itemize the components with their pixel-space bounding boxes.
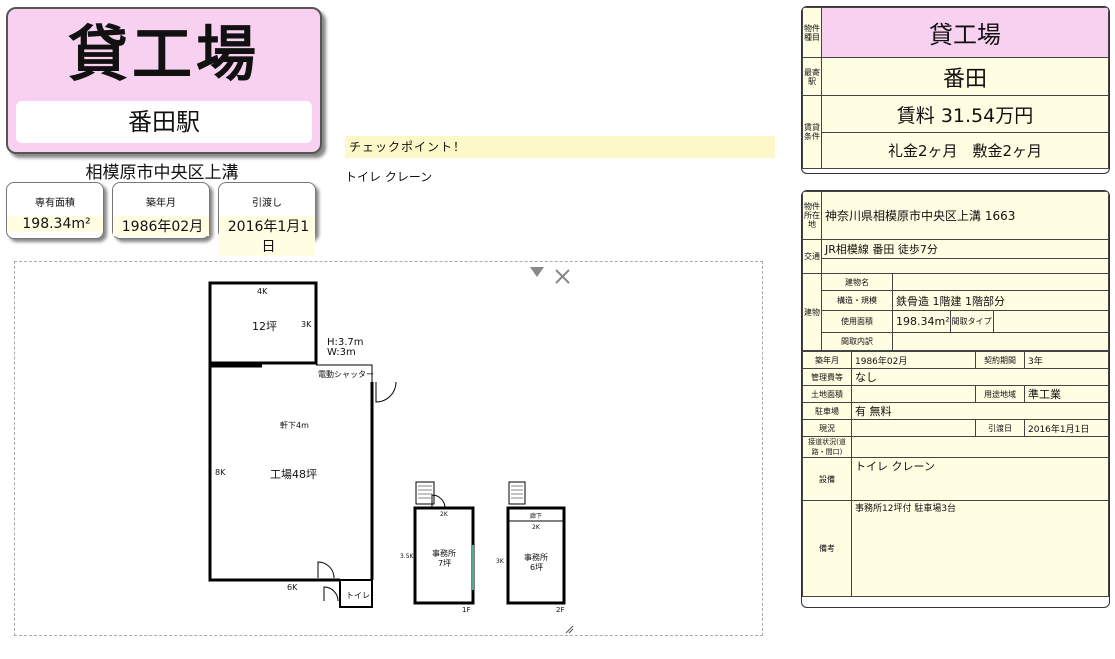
plan-label: 工場48坪 [270,468,317,481]
plan-label: H:3.7m [327,337,364,348]
zoning-value: 準工業 [1024,385,1109,403]
type-value: 貸工場 [821,7,1109,58]
land-value [851,385,976,403]
plan-label: 事務所 [524,553,548,562]
deposit-value: 礼金2ヶ月 敷金2ヶ月 [821,132,1109,169]
chip-value: 2016年1月1日 [219,216,315,256]
access-value: JR相模線 番田 徒歩7分 [821,239,1109,259]
label: 物件種目 [802,7,822,58]
plan-label: 3K [496,558,504,565]
plan-label: 廊下 [530,513,543,520]
label: 接道状況(道路・間口) [802,436,852,458]
plan-label: 1F [462,606,471,614]
checkpoint-heading: チェックポイント！ [345,136,775,158]
facility-value: トイレ クレーン [851,457,1109,501]
plan-label: 2K [532,524,540,531]
label: 建物 [802,273,822,351]
rent-value: 賃料 31.54万円 [821,95,1109,133]
label: 設備 [802,457,852,501]
plan-label: トイレ [346,591,370,600]
plan-label: 6K [287,583,298,592]
layout-type-value [992,310,1109,333]
details-panel: 物件所在地 神奈川県相模原市中央区上溝 1663 交通 JR相模線 番田 徒歩7… [801,190,1110,608]
label: 賃貸条件 [802,95,822,169]
plan-label: 12坪 [252,320,277,333]
label: 契約期間 [975,351,1025,369]
label: 土地面積 [802,385,852,403]
label: 築年月 [802,351,852,369]
chip-built: 築年月 1986年02月 [112,182,210,239]
chip-label: 築年月 [146,198,176,209]
plan-label: 8K [215,468,226,477]
built-value: 1986年02月 [851,351,976,369]
chip-handover: 引渡し 2016年1月1日 [218,182,316,256]
remarks-value: 事務所12坪付 駐車場3台 [851,500,1109,597]
triangle-down-icon [530,267,544,277]
station-name: 番田駅 [16,101,312,143]
checkpoint-equipment: トイレ クレーン [345,170,433,184]
plan-label: 7坪 [438,559,452,568]
label: 管理費等 [802,368,852,386]
area-value: 198.34m² [892,310,951,333]
label: 構造・規模 [821,290,893,311]
access-value-2 [821,258,1109,274]
chip-value: 1986年02月 [113,216,209,236]
chip-area: 専有面積 198.34m² [6,182,104,239]
road-value [851,436,1109,458]
label: 引渡日 [975,419,1025,437]
name-value [892,273,1109,291]
label: 物件所在地 [802,191,822,240]
label: 駐車場 [802,402,852,420]
floorplan [208,267,574,634]
plan-label: 2F [556,606,565,614]
structure-value: 鉄骨造 1階建 1階部分 [892,290,1109,311]
label: 建物名 [821,273,893,291]
plan-label: 4K [257,287,268,296]
plan-label: 3K [301,320,312,329]
chip-label: 引渡し [252,198,282,209]
status-value [851,419,976,437]
layout-value [892,332,1109,351]
plan-label: 事務所 [432,549,456,558]
page-title: 貸工場 [68,20,260,90]
close-icon [555,269,570,284]
summary-panel: 物件種目 貸工場 最寄駅 番田 賃貸条件 賃料 31.54万円 礼金2ヶ月 敷金… [801,6,1110,174]
plan-label: 3.5K [400,553,414,560]
resize-icon [565,625,574,634]
address: 相模原市中央区上溝 [85,163,239,183]
handover-value: 2016年1月1日 [1024,419,1109,437]
floorplan-frame [14,261,763,636]
plan-label: 6坪 [530,563,544,572]
label: 間取内訳 [821,332,893,351]
location-value: 神奈川県相模原市中央区上溝 1663 [821,191,1109,240]
station-value: 番田 [821,57,1109,96]
plan-label: W:3m [327,347,356,358]
label: 最寄駅 [802,57,822,96]
parking-value: 有 無料 [851,402,1109,420]
contract-value: 3年 [1024,351,1109,369]
plan-label: 軒下4m [280,421,309,430]
label: 現況 [802,419,852,437]
chip-value: 198.34m² [7,216,103,232]
mgmt-value: なし [851,368,1109,386]
plan-label: 2K [440,511,448,518]
chip-label: 専有面積 [35,198,75,209]
label: 使用面積 [821,310,893,333]
title-card: 貸工場 番田駅 [6,7,322,154]
label: 交通 [802,239,822,274]
label: 間取タイプ [949,310,994,333]
label: 備考 [802,500,852,597]
label: 用途地域 [975,385,1025,403]
plan-label: 電動シャッター [318,370,374,379]
